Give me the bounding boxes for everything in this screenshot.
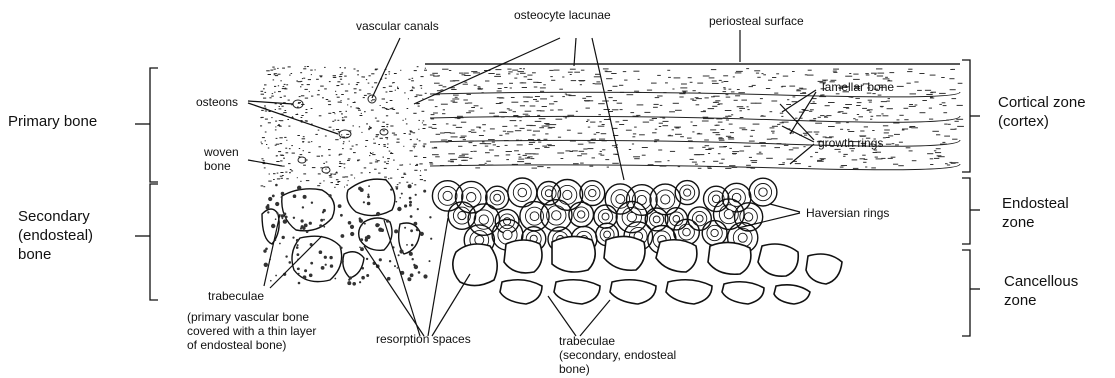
growth-rings-label: growth rings — [818, 136, 883, 150]
trabeculae-secondary-title: trabeculae — [559, 334, 615, 348]
cortical-zone-label-2: (cortex) — [998, 113, 1049, 131]
left-brackets — [135, 68, 158, 300]
trabeculae-secondary-note: (secondary, endosteal bone) — [559, 348, 689, 376]
lamellar-bone-label: lamellar bone — [822, 80, 894, 94]
secondary-bone-label-3: bone — [18, 246, 51, 264]
secondary-bone-label-2: (endosteal) — [18, 227, 93, 245]
right-brackets — [962, 60, 980, 336]
osteons-label: osteons — [196, 95, 238, 109]
cortical-zone-label-1: Cortical zone — [998, 94, 1086, 112]
primary-bone-region — [260, 66, 427, 188]
primary-bone-label: Primary bone — [8, 113, 97, 131]
periosteal-surface-label: periosteal surface — [709, 14, 804, 28]
haversian-rings-label: Haversian rings — [806, 206, 889, 220]
endosteal-zone-label-2: zone — [1002, 214, 1035, 232]
osteocyte-lacunae-label: osteocyte lacunae — [514, 8, 611, 22]
resorption-spaces-label: resorption spaces — [376, 332, 471, 346]
woven-bone-label: woven bone — [204, 145, 252, 173]
cancellous-zone-label-2: zone — [1004, 292, 1037, 310]
cancellous-zone-label-1: Cancellous — [1004, 273, 1078, 291]
trabeculae-primary-note: (primary vascular bone covered with a th… — [187, 310, 327, 352]
secondary-bone-label-1: Secondary — [18, 208, 90, 226]
vascular-canals-label: vascular canals — [356, 19, 439, 33]
trabeculae-primary-title: trabeculae — [208, 289, 264, 303]
endosteal-zone-label-1: Endosteal — [1002, 195, 1069, 213]
